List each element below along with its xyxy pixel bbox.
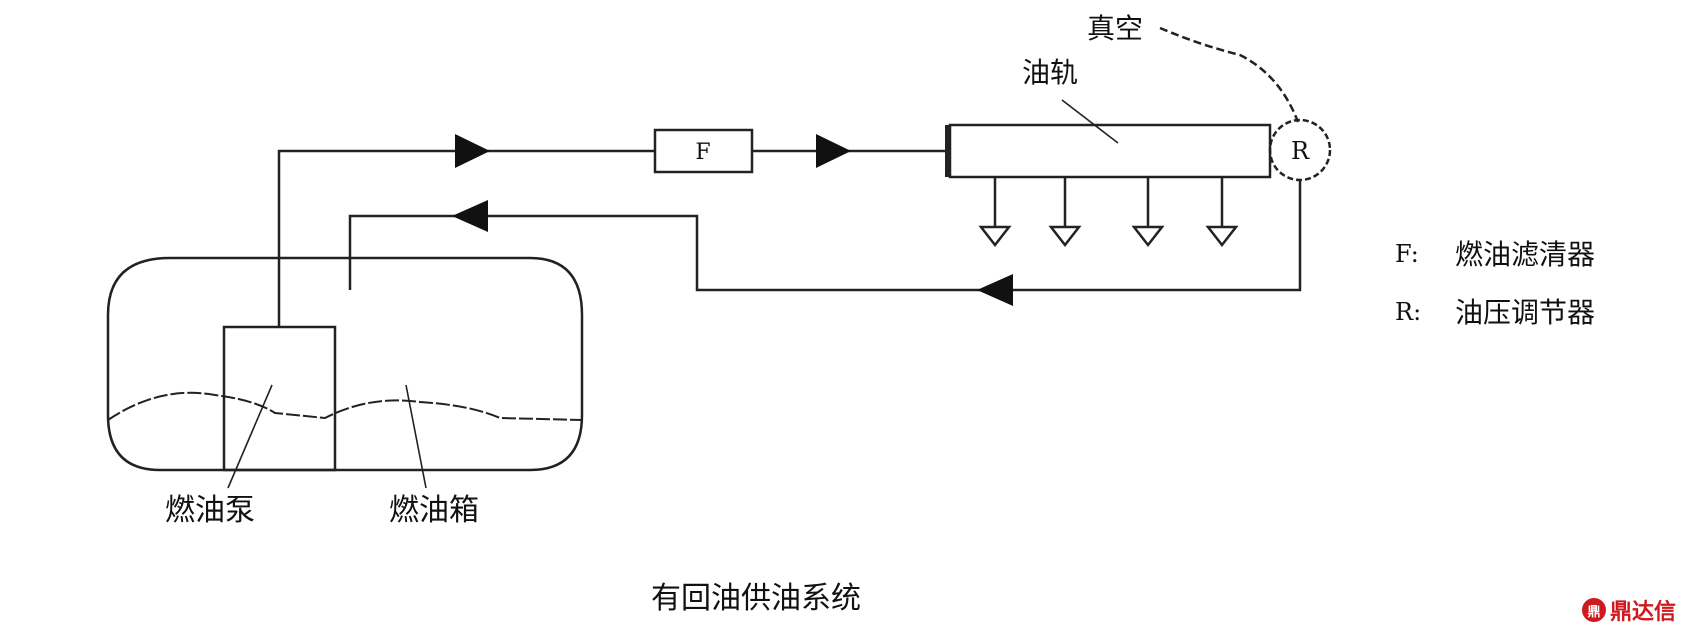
flow-arrow-right-2: [816, 134, 851, 168]
flow-arrow-right-1: [455, 134, 490, 168]
fuel-rail: [948, 123, 1272, 179]
legend-key-f: F:: [1395, 240, 1419, 268]
flow-arrow-left-1: [452, 200, 488, 232]
injector-3: [1131, 177, 1165, 248]
fuel-rail-label: 油轨: [1022, 56, 1078, 89]
fuel-tank-outline: [106, 256, 584, 472]
filter-box: [653, 128, 754, 174]
legend-text-f: 燃油滤清器: [1455, 238, 1595, 271]
vacuum-line: [1159, 26, 1300, 123]
fuel-pump-label: 燃油泵: [165, 493, 255, 528]
flow-arrow-left-2: [977, 274, 1013, 306]
injector-4: [1205, 177, 1239, 248]
return-line: [348, 180, 1302, 292]
legend-key-r: R:: [1395, 298, 1421, 326]
legend-text-r: 油压调节器: [1455, 296, 1595, 329]
injector-1: [978, 177, 1012, 248]
filter-label: F: [695, 140, 710, 165]
supply-line: [277, 149, 655, 327]
fuel-level-line: [107, 391, 583, 421]
logo-text: 鼎达信: [1609, 600, 1676, 625]
regulator-label: R: [1291, 137, 1310, 165]
logo-icon: 鼎: [1581, 598, 1606, 622]
vacuum-label: 真空: [1087, 12, 1143, 45]
diagram-title: 有回油供油系统: [651, 581, 861, 616]
watermark-logo: 鼎 鼎达信: [1581, 594, 1676, 626]
injector-2: [1048, 177, 1082, 248]
fuel-tank-label: 燃油箱: [389, 493, 479, 528]
